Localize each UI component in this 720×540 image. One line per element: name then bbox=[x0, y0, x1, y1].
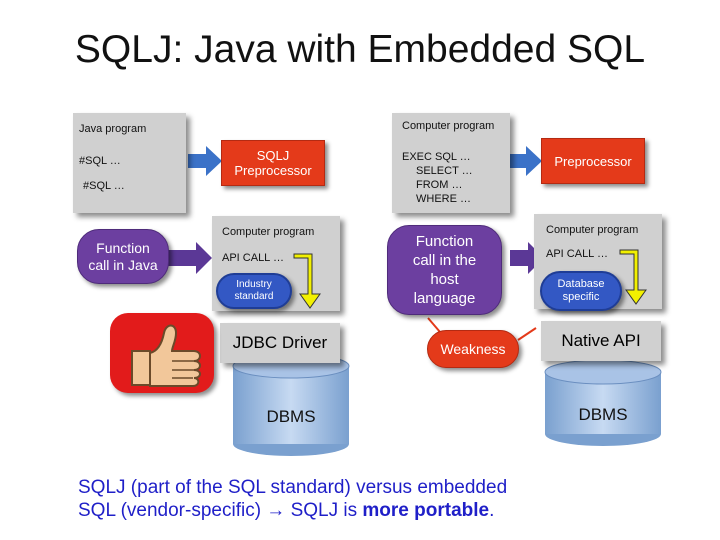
computer-program-right-title: Computer program bbox=[546, 224, 639, 236]
bracket-arrow-left bbox=[293, 253, 321, 309]
java-sql-line-2: #SQL … bbox=[83, 180, 125, 192]
thumbs-up-icon bbox=[110, 313, 214, 393]
arrow-left-top bbox=[188, 146, 222, 176]
footer-text: SQLJ (part of the SQL standard) versus e… bbox=[78, 476, 638, 522]
weakness-line-left bbox=[427, 317, 441, 333]
from-line: FROM … bbox=[416, 179, 463, 191]
database-specific-line-2: specific bbox=[562, 291, 600, 303]
footer-line-2: SQL (vendor-specific) → SQLJ is more por… bbox=[78, 499, 638, 522]
function-call-host-line-4: language bbox=[413, 290, 476, 307]
page-title: SQLJ: Java with Embedded SQL bbox=[74, 28, 646, 71]
computer-program-left-title: Computer program bbox=[222, 226, 315, 238]
computer-program-right-top-title: Computer program bbox=[402, 120, 495, 132]
preprocessor-box-right: Preprocessor bbox=[541, 138, 645, 184]
function-call-host-line-2: call in the bbox=[412, 252, 477, 269]
api-call-right: API CALL … bbox=[546, 248, 608, 260]
dbms-cylinder-left bbox=[232, 353, 350, 456]
weakness-line-right bbox=[517, 327, 537, 341]
api-call-left: API CALL … bbox=[222, 252, 284, 264]
footer-line-1: SQLJ (part of the SQL standard) versus e… bbox=[78, 477, 508, 498]
native-api-box: Native API bbox=[541, 321, 661, 361]
footer-line-2-c: . bbox=[489, 500, 495, 521]
footer-emphasis: more portable bbox=[362, 500, 490, 521]
exec-sql-line: EXEC SQL … bbox=[402, 151, 471, 163]
sqlj-preprocessor-line-1: SQLJ bbox=[256, 148, 290, 163]
database-specific-line-1: Database bbox=[557, 278, 605, 290]
java-program-box: Java program #SQL … #SQL … bbox=[73, 113, 186, 213]
arrow-right-top bbox=[508, 146, 542, 176]
footer-line-2-a: SQL (vendor-specific) → SQLJ is bbox=[78, 500, 363, 521]
function-call-host: Function call in the host language bbox=[387, 225, 502, 315]
industry-standard-line-1: Industry bbox=[236, 279, 272, 290]
database-specific-badge: Database specific bbox=[540, 271, 622, 311]
sqlj-preprocessor-box: SQLJ Preprocessor bbox=[221, 140, 325, 186]
sqlj-preprocessor-line-2: Preprocessor bbox=[234, 163, 312, 178]
function-call-java-line-2: call in Java bbox=[88, 256, 158, 273]
function-call-host-line-1: Function bbox=[415, 233, 474, 250]
where-line: WHERE … bbox=[416, 193, 471, 205]
function-call-java: Function call in Java bbox=[77, 229, 169, 284]
computer-program-right-top: Computer program EXEC SQL … SELECT … FRO… bbox=[392, 113, 510, 213]
jdbc-driver-box: JDBC Driver bbox=[220, 323, 340, 363]
dbms-cylinder-right bbox=[544, 359, 662, 446]
weakness-badge: Weakness bbox=[427, 330, 519, 368]
function-call-java-line-1: Function bbox=[96, 239, 150, 256]
java-sql-line-1: #SQL … bbox=[79, 155, 121, 167]
dbms-label-right: DBMS bbox=[578, 405, 628, 424]
select-line: SELECT … bbox=[416, 165, 473, 177]
industry-standard-badge: Industry standard bbox=[216, 273, 292, 309]
arrow-purple-left bbox=[168, 242, 212, 274]
bracket-arrow-right bbox=[619, 249, 647, 305]
function-call-host-line-3: host bbox=[430, 271, 459, 288]
java-program-title: Java program bbox=[79, 123, 147, 135]
industry-standard-line-2: standard bbox=[234, 291, 274, 302]
dbms-label-left: DBMS bbox=[266, 407, 316, 426]
